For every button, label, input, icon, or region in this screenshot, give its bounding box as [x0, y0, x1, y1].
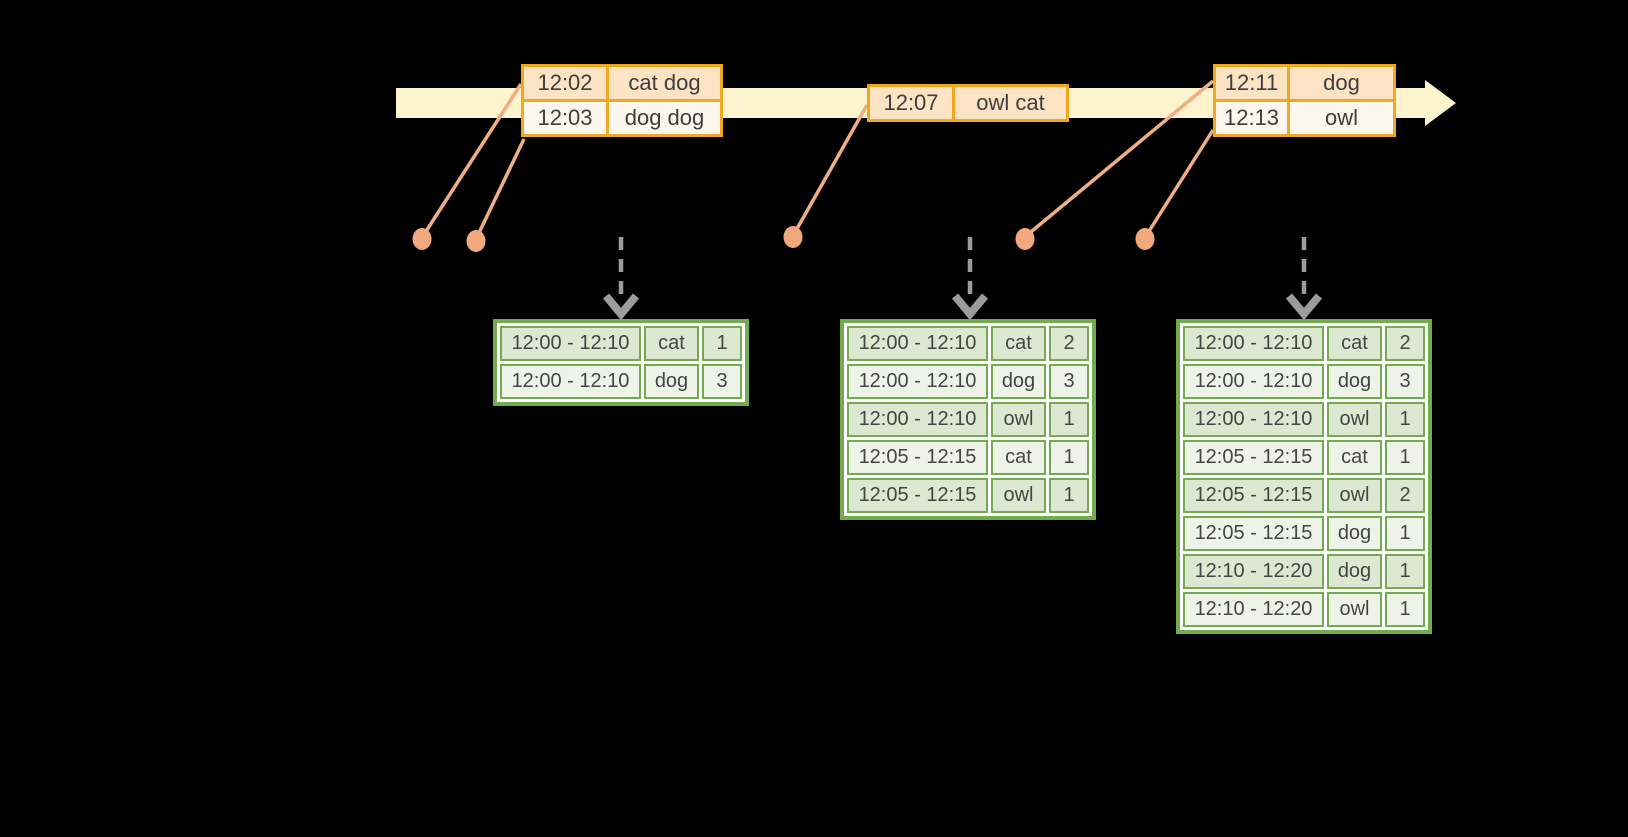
- table-cell: 12:07: [867, 84, 955, 122]
- table-cell: 12:00 - 12:10: [500, 364, 641, 399]
- table-cell: 12:00 - 12:10: [847, 402, 988, 437]
- table-cell: 1: [1385, 554, 1425, 589]
- table-cell: dog: [1327, 516, 1382, 551]
- table-cell: 12:05 - 12:15: [1183, 440, 1324, 475]
- table-cell: dog: [644, 364, 699, 399]
- table-cell: cat: [644, 326, 699, 361]
- table-cell: 3: [1049, 364, 1089, 399]
- event-dot-icon: [466, 230, 486, 252]
- table-cell: 1: [1385, 592, 1425, 627]
- table-cell: 12:00 - 12:10: [1183, 402, 1324, 437]
- table-cell: 12:05 - 12:15: [1183, 516, 1324, 551]
- table-cell: 1: [702, 326, 742, 361]
- table-cell: 2: [1049, 326, 1089, 361]
- table-cell: 1: [1385, 516, 1425, 551]
- table-cell: dog: [1327, 364, 1382, 399]
- table-cell: 2: [1385, 478, 1425, 513]
- table-cell: cat: [1327, 440, 1382, 475]
- table-cell: 12:10 - 12:20: [1183, 592, 1324, 627]
- table-cell: 1: [1049, 402, 1089, 437]
- event-dot-icon: [783, 226, 803, 248]
- event-dot-icon: [1135, 228, 1155, 250]
- table-cell: 1: [1049, 478, 1089, 513]
- table-cell: 12:00 - 12:10: [847, 364, 988, 399]
- table-cell: owl: [1327, 478, 1382, 513]
- table-cell: 12:03: [521, 99, 609, 137]
- table-cell: owl: [991, 402, 1046, 437]
- arrow-down-icon: [951, 237, 989, 321]
- table-cell: 12:10 - 12:20: [1183, 554, 1324, 589]
- arrow-down-icon: [602, 237, 640, 321]
- connector-line: [421, 83, 523, 237]
- connector-line: [475, 138, 526, 238]
- arrow-down-icon: [1285, 237, 1323, 321]
- table-cell: owl: [1287, 99, 1396, 137]
- table-cell: owl: [991, 478, 1046, 513]
- table-cell: 12:13: [1213, 99, 1290, 137]
- connector-line: [1024, 79, 1215, 238]
- table-cell: 12:00 - 12:10: [500, 326, 641, 361]
- table-cell: 1: [1049, 440, 1089, 475]
- table-cell: 1: [1385, 402, 1425, 437]
- table-cell: dog: [991, 364, 1046, 399]
- table-cell: 12:05 - 12:15: [847, 440, 988, 475]
- table-cell: dog: [1287, 64, 1396, 102]
- table-cell: 3: [702, 364, 742, 399]
- table-cell: dog dog: [606, 99, 723, 137]
- table-cell: 12:02: [521, 64, 609, 102]
- table-cell: owl: [1327, 592, 1382, 627]
- table-cell: 12:00 - 12:10: [847, 326, 988, 361]
- event-dot-icon: [412, 228, 432, 250]
- connector-line: [1144, 129, 1215, 237]
- table-cell: 1: [1385, 440, 1425, 475]
- table-cell: cat: [991, 440, 1046, 475]
- connector-line: [792, 104, 869, 235]
- table-cell: 12:11: [1213, 64, 1290, 102]
- table-cell: owl: [1327, 402, 1382, 437]
- table-cell: cat dog: [606, 64, 723, 102]
- table-cell: 2: [1385, 326, 1425, 361]
- table-cell: owl cat: [952, 84, 1069, 122]
- table-cell: cat: [1327, 326, 1382, 361]
- table-cell: 12:05 - 12:15: [1183, 478, 1324, 513]
- table-cell: 12:00 - 12:10: [1183, 326, 1324, 361]
- table-cell: 12:00 - 12:10: [1183, 364, 1324, 399]
- table-cell: 12:05 - 12:15: [847, 478, 988, 513]
- table-cell: 3: [1385, 364, 1425, 399]
- event-dot-icon: [1015, 228, 1035, 250]
- table-cell: cat: [991, 326, 1046, 361]
- table-cell: dog: [1327, 554, 1382, 589]
